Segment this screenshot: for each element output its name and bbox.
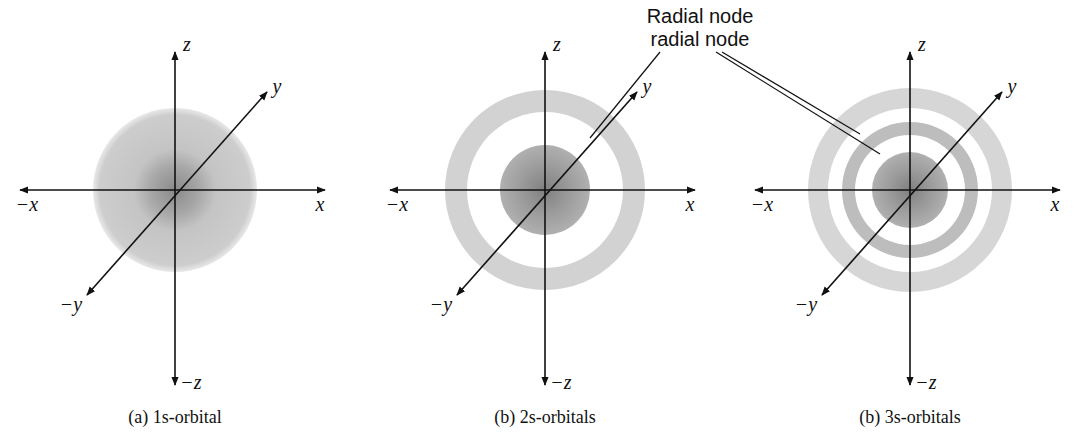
leader-line — [590, 52, 660, 138]
axis-label: y — [273, 75, 282, 97]
axis-label: −y — [795, 293, 817, 315]
axis-label: −y — [430, 293, 452, 315]
node-label: Radial node — [647, 5, 754, 27]
axis-label: z — [183, 33, 191, 55]
coordinate-axis — [822, 92, 1002, 295]
coordinate-axis — [20, 189, 325, 191]
caption: (b) 3s-orbitals — [859, 408, 960, 428]
caption: (b) 2s-orbitals — [494, 408, 595, 428]
axis-label: −z — [915, 371, 936, 393]
axis-label: x — [316, 193, 325, 215]
axis-label: x — [686, 193, 695, 215]
leader-line — [722, 52, 860, 134]
axis-label: x — [1051, 193, 1060, 215]
axis-label: −x — [16, 193, 38, 215]
caption: (a) 1s-orbital — [128, 408, 221, 428]
coordinate-axis — [755, 189, 1060, 191]
axis-label: z — [918, 33, 926, 55]
coordinate-axis — [87, 92, 267, 295]
axis-label: y — [643, 75, 652, 97]
node-label: radial node — [651, 28, 750, 50]
coordinate-axis — [909, 52, 911, 385]
coordinate-axis — [544, 52, 546, 385]
axis-label: −x — [386, 193, 408, 215]
coordinate-axis — [457, 92, 637, 295]
axis-label: −y — [60, 293, 82, 315]
axis-label: z — [553, 33, 561, 55]
coordinate-axis — [174, 52, 176, 385]
coordinate-axis — [390, 189, 695, 191]
leader-line — [716, 52, 880, 154]
axis-label: y — [1008, 75, 1017, 97]
axis-label: −z — [180, 371, 201, 393]
axis-label: −x — [751, 193, 773, 215]
axis-label: −z — [550, 371, 571, 393]
